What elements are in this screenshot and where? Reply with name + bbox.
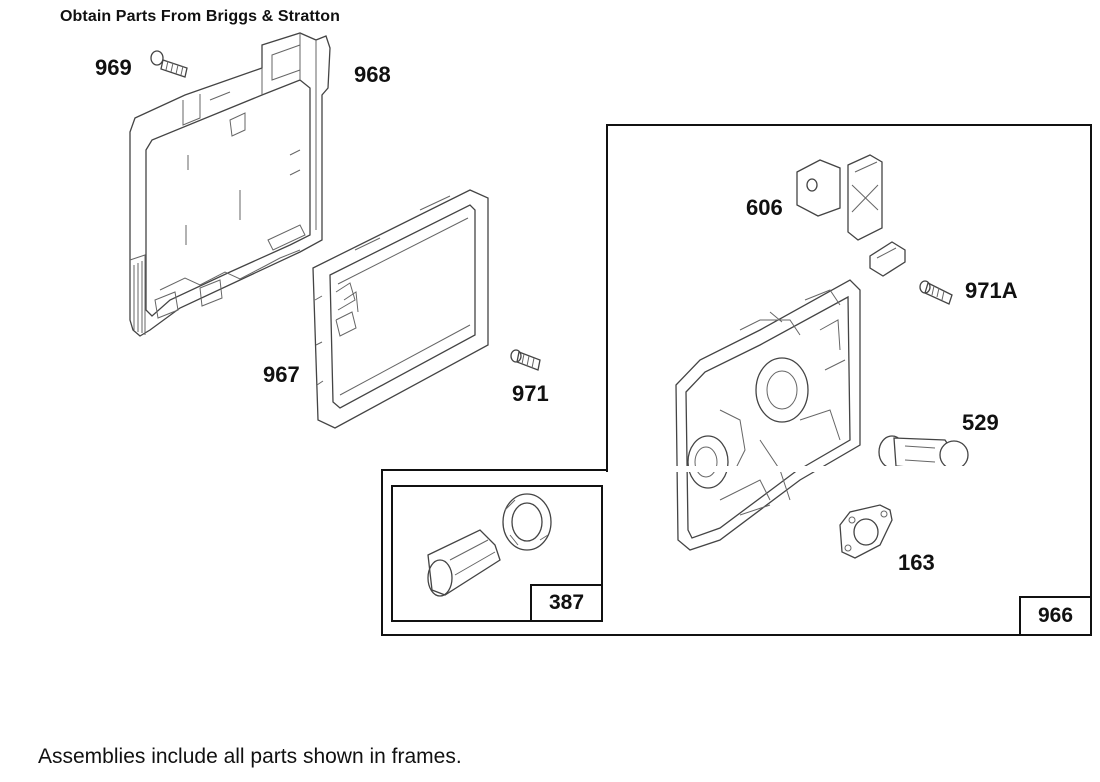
part-971-screw-drawing (510, 349, 541, 371)
part-967-filter-drawing (312, 189, 489, 429)
callout-969: 969 (95, 55, 132, 80)
part-966-carburetor-drawing (675, 279, 861, 551)
callout-967: 967 (263, 362, 300, 387)
callout-971: 971 (512, 381, 549, 406)
callout-971a: 971A (965, 278, 1018, 303)
assembly-387-frame (391, 485, 603, 622)
header-note: Obtain Parts From Briggs & Stratton (60, 8, 340, 25)
part-971a-screw-drawing (919, 280, 953, 305)
assembly-966-frame-upper (606, 124, 1092, 472)
callout-606: 606 (746, 195, 783, 220)
assembly-387-tag: 387 (530, 584, 603, 622)
frame-join-mask (608, 466, 1090, 472)
callout-968: 968 (354, 62, 391, 87)
assembly-966-tag: 966 (1019, 596, 1092, 636)
part-606-bracket-drawing (796, 154, 906, 277)
part-163-gasket-drawing (839, 504, 893, 559)
callout-163: 163 (898, 550, 935, 575)
part-969-screw-drawing (150, 50, 188, 78)
callout-529: 529 (962, 410, 999, 435)
part-387-plug-drawing (427, 493, 552, 597)
part-968-base-drawing (129, 32, 331, 337)
footer-note: Assemblies include all parts shown in fr… (38, 745, 462, 768)
